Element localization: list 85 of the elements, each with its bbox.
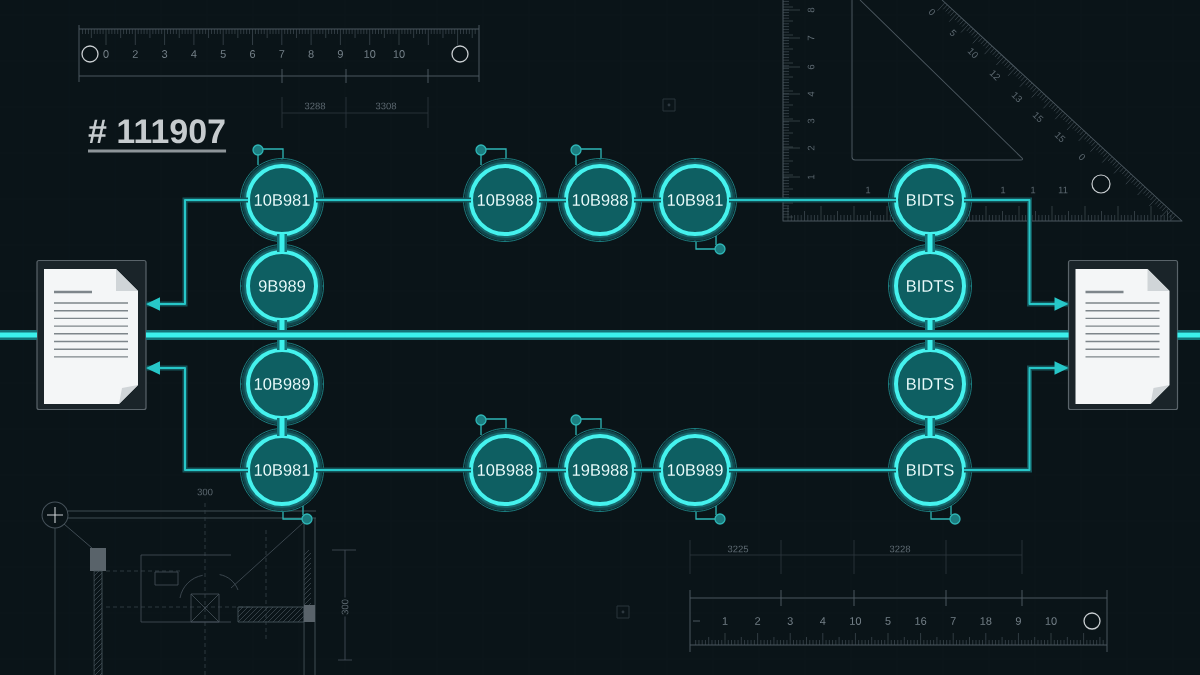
arrow xyxy=(146,361,249,473)
ruler-number: 7 xyxy=(950,617,956,625)
ruler-number: 2 xyxy=(132,50,138,58)
circle-node: BIDTS xyxy=(888,244,972,328)
ruler-number: 5 xyxy=(885,617,891,625)
scale-number: 7 xyxy=(807,35,815,41)
ruler-number: 4 xyxy=(820,617,826,625)
ruler-number: 4 xyxy=(191,50,197,58)
scale-number: 0 xyxy=(1079,153,1086,160)
scale-number: 6 xyxy=(807,64,815,70)
circle-node: 10B981 xyxy=(653,158,737,242)
document-icon xyxy=(1067,259,1179,411)
ruler-number: 10 xyxy=(364,50,376,58)
connector-line xyxy=(728,467,897,473)
connector-line xyxy=(315,197,472,203)
ruler-number: 9 xyxy=(1015,617,1021,625)
ruler-number: 10 xyxy=(393,50,405,58)
circle-node: 10B981 xyxy=(240,158,324,242)
dimension-label: 300 xyxy=(197,488,213,496)
scale-number: 1 xyxy=(1001,186,1006,194)
arrow xyxy=(146,197,249,311)
connector-line xyxy=(633,197,662,203)
arrow xyxy=(963,197,1069,311)
scale-number: 0 xyxy=(929,8,936,15)
scale-number: 11 xyxy=(1058,186,1068,194)
scale-number: 2 xyxy=(807,145,815,151)
scale-number: 12 xyxy=(989,70,1000,81)
circle-node: 10B988 xyxy=(558,158,642,242)
dimension-label: 3228 xyxy=(889,545,911,553)
connector-line xyxy=(0,330,37,340)
connector-line xyxy=(538,197,567,203)
dimension-label: 3225 xyxy=(727,545,749,553)
scale-number: 4 xyxy=(807,91,815,97)
ruler-number: 5 xyxy=(220,50,226,58)
connector-line xyxy=(633,467,662,473)
circle-node: 10B988 xyxy=(463,428,547,512)
circle-node: 19B988 xyxy=(558,428,642,512)
dimension-label: 3288 xyxy=(304,102,326,110)
circle-node: 10B988 xyxy=(463,158,547,242)
arrow xyxy=(963,361,1069,473)
circle-node: 9B989 xyxy=(240,244,324,328)
circle-node: BIDTS xyxy=(888,342,972,426)
ruler-number: 1 xyxy=(722,617,728,625)
circle-node: 10B989 xyxy=(653,428,737,512)
ruler-number: 0 xyxy=(103,50,109,58)
circle-node: BIDTS xyxy=(888,158,972,242)
connector-line xyxy=(277,418,287,436)
connector-line xyxy=(538,467,567,473)
connector-line xyxy=(728,197,897,203)
scale-number: 8 xyxy=(807,7,815,13)
ruler-number: 2 xyxy=(755,617,761,625)
scale-number: 3 xyxy=(807,118,815,124)
connector-line xyxy=(277,234,287,252)
scale-number: 1 xyxy=(1031,186,1036,194)
document-icon xyxy=(36,259,147,411)
scale-number: 1 xyxy=(866,186,871,194)
ruler-number: 10 xyxy=(1045,617,1057,625)
ruler-number: 10 xyxy=(850,617,862,625)
dimension-label: 3308 xyxy=(375,102,397,110)
connector-line xyxy=(1177,330,1200,340)
ruler-number: 6 xyxy=(250,50,256,58)
dimension-label: 300 xyxy=(340,597,350,617)
circle-node: BIDTS xyxy=(888,428,972,512)
scale-number: 15 xyxy=(1032,112,1044,122)
connector-line xyxy=(925,234,935,252)
ruler-number: 16 xyxy=(915,617,927,625)
scale-number: 10 xyxy=(967,48,978,58)
ruler-number: 3 xyxy=(787,617,793,625)
scale-number: 5 xyxy=(949,29,957,37)
circle-node: 10B981 xyxy=(240,428,324,512)
heading: # 111907 xyxy=(88,119,227,153)
connector-line xyxy=(315,467,472,473)
scale-number: 15 xyxy=(1054,132,1066,142)
ruler-number: 7 xyxy=(279,50,285,58)
connector-line xyxy=(925,320,935,350)
scale-number: 1 xyxy=(807,174,815,179)
scale-number: 13 xyxy=(1011,92,1022,103)
connector-line xyxy=(277,320,287,350)
circle-node: 10B989 xyxy=(240,342,324,426)
connector-line xyxy=(146,330,1069,340)
ruler-number: 8 xyxy=(308,50,314,58)
ruler-number: 3 xyxy=(161,50,168,58)
ruler-number: 18 xyxy=(980,617,992,625)
ruler-number: 9 xyxy=(337,50,343,58)
connector-line xyxy=(925,418,935,436)
